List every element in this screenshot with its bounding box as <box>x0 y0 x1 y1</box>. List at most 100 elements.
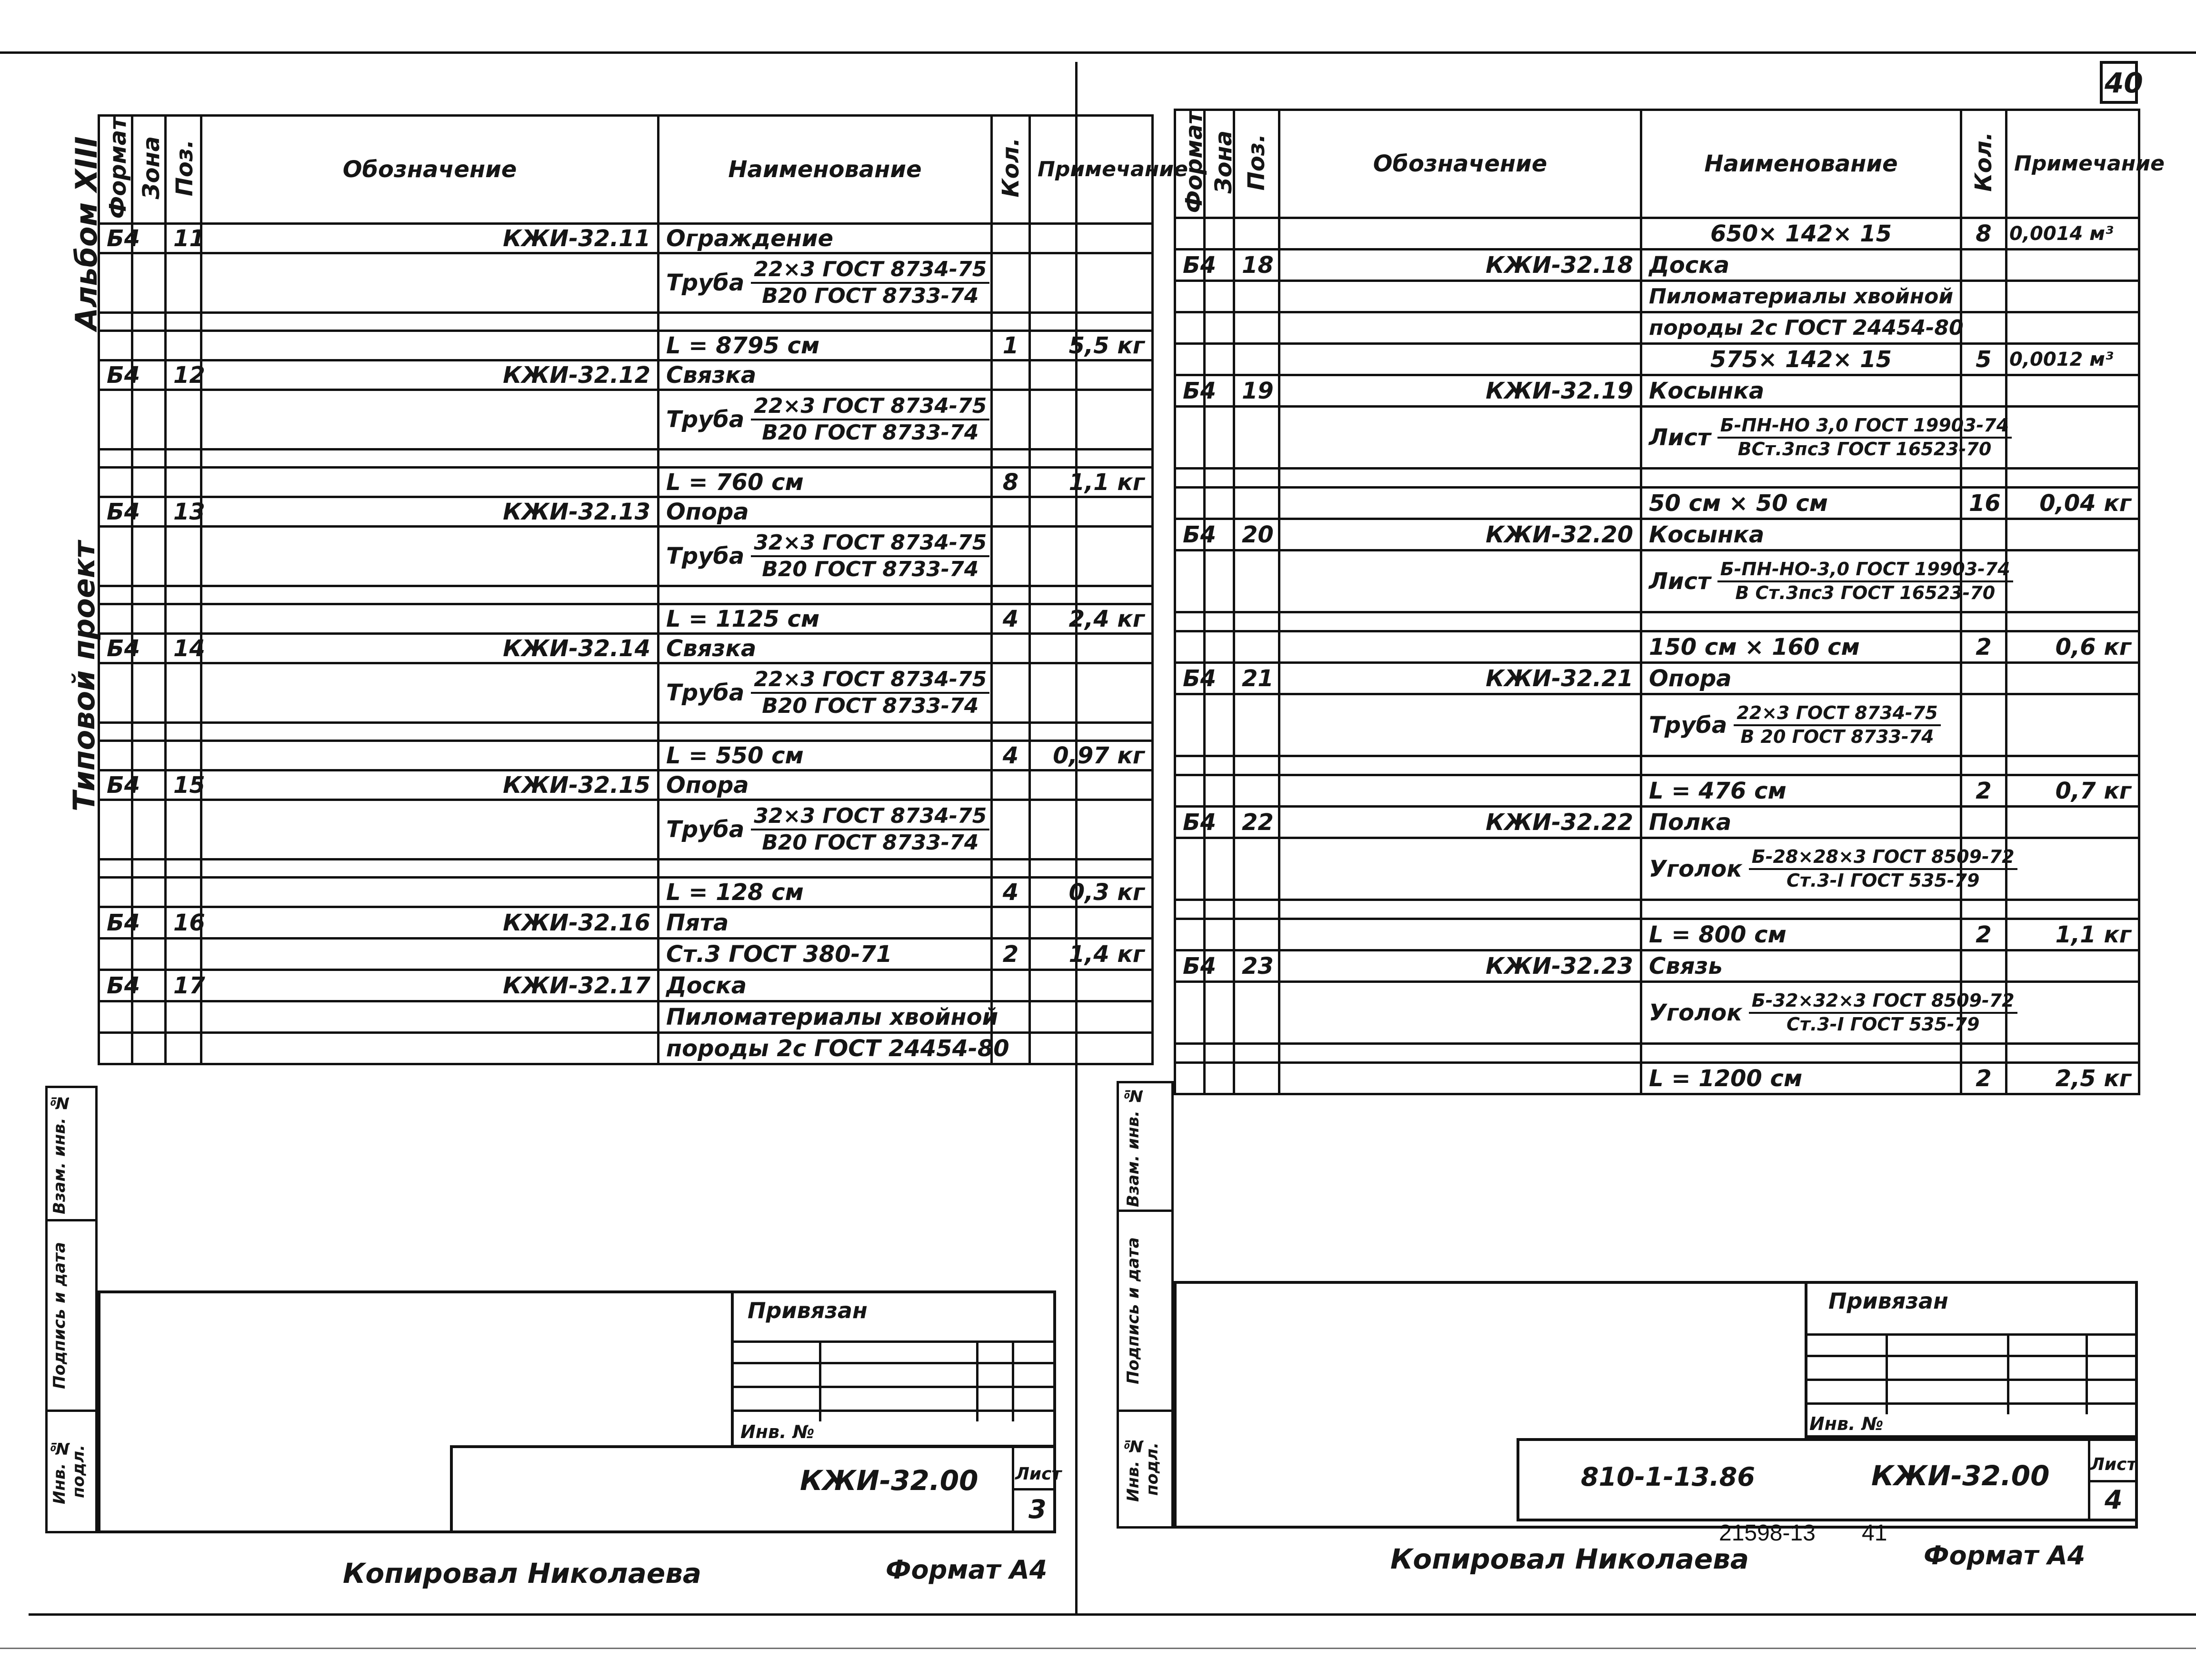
dimension-cell: L = 1125 см <box>657 603 993 635</box>
material-cell: Ст.3 ГОСТ 380-71 <box>657 937 993 971</box>
designation-cell: КЖИ-32.18 <box>1278 248 1642 282</box>
pos-cell: 18 <box>1233 248 1280 282</box>
scan-edge-bottom <box>29 1613 2196 1616</box>
format-cell: Б4 <box>1174 805 1216 840</box>
dimension-cell: L = 550 см <box>657 740 993 772</box>
designation-cell: КЖИ-32.15 <box>200 769 659 801</box>
spec-numerator: 22×3 ГОСТ 8734-75 <box>751 394 990 421</box>
left-strip-label-3: Взам. инв. № <box>50 1093 69 1214</box>
format-cell: Б4 <box>1174 518 1216 552</box>
material-cell: породы 2с ГОСТ 24454-80 <box>657 1031 1009 1066</box>
right-sheet-number: 4 <box>2105 1485 2123 1515</box>
name-cell: Доска <box>1640 248 1962 282</box>
designation-cell: КЖИ-32.13 <box>200 496 659 528</box>
format-cell: Б4 <box>98 359 140 391</box>
note-cell: 2,5 кг <box>2005 1061 2140 1096</box>
right-project-number: 810-1-13.86 <box>1581 1462 1755 1492</box>
left-spec-table: Формат Зона Поз. Обозначение Наименовани… <box>98 114 1188 1066</box>
right-stamp-code: КЖИ-32.00 <box>1871 1460 2050 1492</box>
spec-denominator: В Ст.3пс3 ГОСТ 16523-70 <box>1735 582 1996 603</box>
blank-row <box>98 311 1154 332</box>
qty-cell: 4 <box>990 876 1031 909</box>
qty-cell: 8 <box>1960 217 2007 251</box>
page-number-box <box>2100 61 2138 104</box>
stamp-number-2: 41 <box>1862 1520 1887 1546</box>
table-row: породы 2с ГОСТ 24454-80 <box>98 1031 1154 1066</box>
note-cell: 0,7 кг <box>2005 774 2140 808</box>
note-cell: 0,6 кг <box>2005 630 2140 664</box>
spec-numerator: Б-32×32×3 ГОСТ 8509-72 <box>1748 990 2017 1014</box>
scan-edge-bottom-2 <box>0 1648 2196 1649</box>
right-footer-copied: Копировал Николаева <box>1390 1543 1749 1575</box>
left-strip-label-1: Инв. № подл. <box>50 1438 88 1505</box>
left-stamp-code: КЖИ-32.00 <box>800 1464 978 1497</box>
left-tied-label: Привязан <box>748 1298 868 1323</box>
blank-row <box>1174 755 2140 777</box>
note-cell: 0,0014 м³ <box>2005 217 2140 251</box>
pos-cell: 19 <box>1233 374 1280 408</box>
blank-row <box>98 858 1154 879</box>
designation-cell: КЖИ-32.17 <box>200 969 659 1003</box>
right-footer-format: Формат А4 <box>1924 1540 2086 1570</box>
spec-denominator: Ст.3-I ГОСТ 535-79 <box>1786 870 1980 891</box>
name-cell: Косынка <box>1640 518 1962 552</box>
blank-row <box>1174 1042 2140 1064</box>
right-inv-label: Инв. № <box>1809 1413 1884 1434</box>
table-row: Пиломатериалы хвойной <box>98 1000 1154 1034</box>
name-cell: Опора <box>657 769 993 801</box>
pos-cell: 22 <box>1233 805 1280 840</box>
pos-cell: 13 <box>164 496 205 528</box>
qty-cell: 2 <box>990 937 1031 971</box>
designation-cell: КЖИ-32.20 <box>1278 518 1642 552</box>
spec-numerator: Б-28×28×3 ГОСТ 8509-72 <box>1748 846 2017 870</box>
material-label: Уголок <box>1649 855 1742 882</box>
header-zone: Зона <box>1210 130 1237 194</box>
designation-cell: КЖИ-32.11 <box>200 222 659 255</box>
dimension-cell: L = 760 см <box>657 466 993 499</box>
spec-numerator: 22×3 ГОСТ 8734-75 <box>751 257 990 284</box>
material-label: Труба <box>666 680 745 707</box>
material-label: Лист <box>1649 568 1711 595</box>
qty-cell: 5 <box>1960 342 2007 377</box>
right-strip-label-3: Взам. инв. № <box>1124 1086 1143 1207</box>
designation-cell: КЖИ-32.16 <box>200 906 659 940</box>
right-header-row: Формат Зона Поз. Обозначение Наименовани… <box>1174 108 2165 220</box>
name-cell: Связь <box>1640 949 1962 983</box>
designation-cell: КЖИ-32.19 <box>1278 374 1642 408</box>
pos-cell: 20 <box>1233 518 1280 552</box>
table-row: Пиломатериалы хвойной <box>1174 280 2140 314</box>
qty-cell: 2 <box>1960 774 2007 808</box>
name-cell: Опора <box>657 496 993 528</box>
spec-numerator: Б-ПН-НО 3,0 ГОСТ 19903-74 <box>1717 415 2012 439</box>
header-note: Примечание <box>2005 108 2165 220</box>
header-pos: Поз. <box>171 139 198 196</box>
blank-row <box>1174 899 2140 920</box>
spec-denominator: В20 ГОСТ 8733-74 <box>762 284 979 309</box>
right-tied-label: Привязан <box>1828 1288 1948 1314</box>
header-qty: Кол. <box>998 138 1024 198</box>
left-footer-format: Формат А4 <box>886 1555 1048 1585</box>
page-number: 40 <box>2105 67 2143 99</box>
spec-denominator: ВСт.3пс3 ГОСТ 16523-70 <box>1737 438 1992 460</box>
